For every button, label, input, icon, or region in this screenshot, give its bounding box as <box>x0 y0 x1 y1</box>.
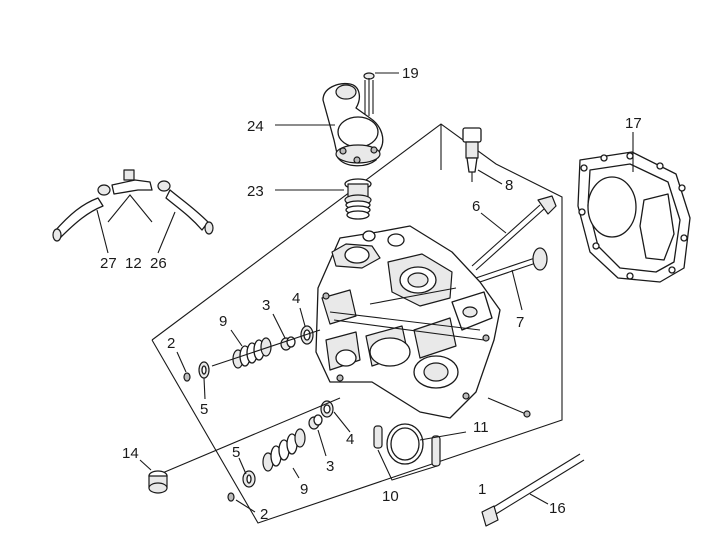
o-ring <box>386 423 424 465</box>
callout-2-upper: 2 <box>167 335 175 352</box>
bolt-axis-line <box>487 397 527 415</box>
breather-hose-assembly <box>52 169 214 242</box>
leader-10 <box>377 449 438 481</box>
leader-14 <box>139 459 152 471</box>
spring-seat-upper <box>198 361 210 379</box>
head-bolt <box>481 453 585 527</box>
callout-17: 17 <box>625 115 642 132</box>
valve-seal-lower <box>320 400 334 418</box>
valve-collet-upper <box>183 372 191 382</box>
intake-valve <box>469 247 548 286</box>
leader-4b <box>333 411 351 433</box>
thermostat-housing <box>322 82 384 167</box>
callout-24: 24 <box>247 118 264 135</box>
callout-12: 12 <box>125 255 142 272</box>
dowel-pins <box>373 425 441 467</box>
valve-seal-upper <box>300 325 314 345</box>
callout-23: 23 <box>247 183 264 200</box>
valve-collet-lower <box>227 492 235 502</box>
callout-14: 14 <box>122 445 139 462</box>
leader-8 <box>477 169 503 185</box>
callout-5-upper: 5 <box>200 401 208 418</box>
plug-14 <box>148 470 168 494</box>
bolt-axis-dot <box>523 410 531 418</box>
callout-3-upper: 3 <box>262 297 270 314</box>
screw-19 <box>363 72 375 116</box>
callout-4-lower: 4 <box>346 431 354 448</box>
callout-5-lower: 5 <box>232 444 240 461</box>
callout-3-lower: 3 <box>326 458 334 475</box>
leader-3b <box>317 429 327 457</box>
leader-5b <box>238 457 247 475</box>
valve-spring-lower <box>262 428 306 472</box>
callout-16: 16 <box>549 500 566 517</box>
leader-7 <box>511 269 523 311</box>
spring-seat-lower <box>242 470 256 488</box>
callout-10: 10 <box>382 488 399 505</box>
callout-11: 11 <box>473 419 489 436</box>
leader-11 <box>419 431 467 441</box>
upper-valve-axis <box>211 329 321 367</box>
temperature-sensor <box>462 127 482 182</box>
leader-12 <box>107 194 153 223</box>
callout-8: 8 <box>505 177 513 194</box>
valve-spring-upper <box>232 337 272 369</box>
callout-26: 26 <box>150 255 167 272</box>
spring-cap-lower <box>308 414 323 430</box>
callout-4-upper: 4 <box>292 290 300 307</box>
leader-5a <box>203 377 206 400</box>
thermostat <box>344 178 372 220</box>
leader-9b <box>292 467 300 479</box>
lower-valve-axis <box>159 397 341 475</box>
callout-27: 27 <box>100 255 117 272</box>
leader-26 <box>157 211 176 254</box>
leader-16 <box>529 493 549 505</box>
head-gasket <box>577 151 691 283</box>
callout-6: 6 <box>472 198 480 215</box>
callout-9-upper: 9 <box>219 313 227 330</box>
leader-2b <box>235 499 256 513</box>
leader-2a <box>176 351 187 373</box>
leader-3a <box>272 313 286 339</box>
leader-6 <box>480 212 507 234</box>
spring-cap-upper <box>280 336 296 351</box>
leader-4a <box>299 307 306 327</box>
callout-19: 19 <box>402 65 419 82</box>
callout-9-lower: 9 <box>300 481 308 498</box>
exhaust-valve <box>471 195 557 271</box>
callout-7: 7 <box>516 314 524 331</box>
callout-2-lower: 2 <box>260 506 268 523</box>
callout-1: 1 <box>478 481 486 498</box>
cylinder-head <box>315 225 501 419</box>
leader-9a <box>230 329 243 347</box>
leader-27 <box>96 209 109 254</box>
